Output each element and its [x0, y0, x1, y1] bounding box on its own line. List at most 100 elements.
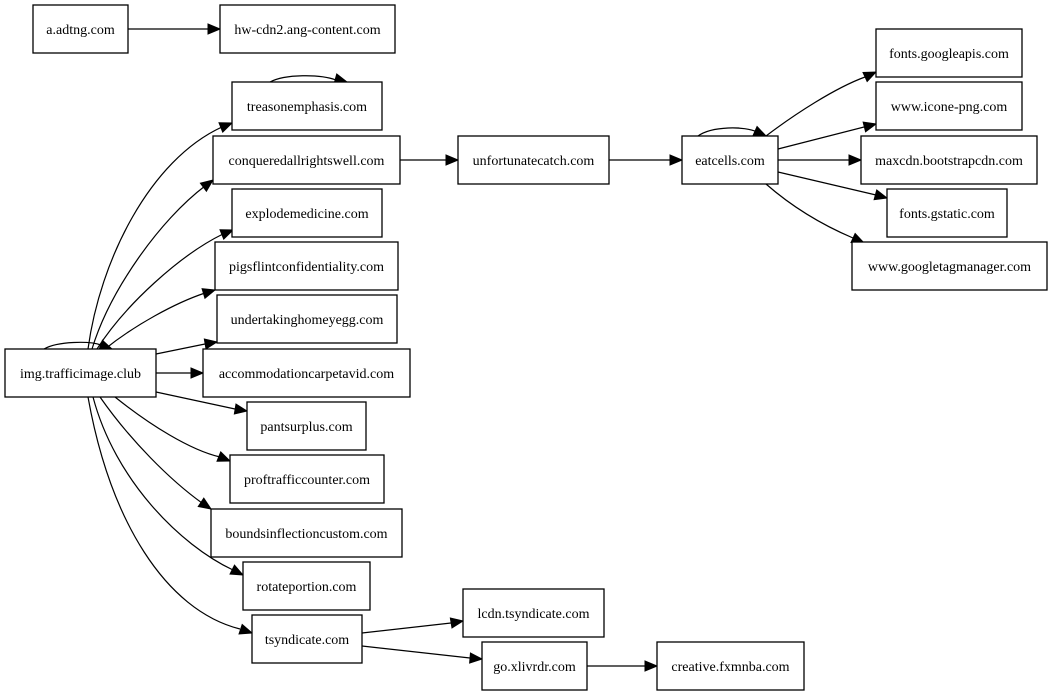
edge-img_traffic-to-rotateportion: [92, 396, 245, 576]
node-layer: a.adtng.com hw-cdn2.ang-content.com treaso…: [4, 4, 1048, 691]
node-box: [246, 401, 367, 451]
node-undertaking: undertakinghomeyegg.com: [216, 294, 398, 344]
node-label: pigsflintconfidentiality.com: [229, 260, 384, 275]
arrowhead: [203, 338, 219, 350]
arrowhead: [862, 71, 878, 83]
arrowhead: [862, 121, 878, 133]
node-box: [681, 135, 779, 185]
arrowhead: [644, 660, 659, 672]
node-label: conqueredallrightswell.com: [229, 154, 385, 169]
edge-img_traffic-to-accommodation: [156, 367, 205, 379]
node-box: [216, 294, 398, 344]
node-eatcells: eatcells.com: [681, 135, 779, 185]
edge-go_xlivrdr-to-creative_fxmnba: [587, 660, 659, 672]
node-box: [242, 561, 371, 611]
node-label: fonts.gstatic.com: [899, 207, 995, 222]
edge-img_traffic-to-boundsinflection: [99, 396, 213, 510]
node-label: a.adtng.com: [46, 23, 115, 38]
edge-img_traffic-to-undertaking: [155, 338, 219, 355]
node-pigsflint: pigsflintconfidentiality.com: [214, 241, 399, 291]
node-label: lcdn.tsyndicate.com: [478, 607, 590, 622]
node-box: [656, 641, 805, 691]
edge-line: [114, 396, 221, 458]
arrowhead: [229, 564, 245, 576]
edge-eatcells-to-fonts_googleapis: [765, 71, 878, 137]
arrowhead: [201, 288, 217, 300]
node-treasonemphasis: treasonemphasis.com: [231, 81, 383, 131]
edge-line: [99, 396, 203, 504]
node-go_xlivrdr: go.xlivrdr.com: [481, 641, 588, 691]
arrowhead: [752, 125, 768, 137]
edge-tsyndicate-to-lcdn_tsyndicate: [361, 617, 465, 634]
edge-layer: [43, 23, 889, 672]
node-proftraffic: proftrafficcounter.com: [229, 454, 385, 504]
node-label: fonts.googleapis.com: [889, 47, 1009, 62]
node-googletagmanager: www.googletagmanager.com: [851, 241, 1048, 291]
edge-line: [269, 75, 337, 83]
edge-line: [155, 343, 206, 355]
node-accommodation: accommodationcarpetavid.com: [202, 348, 411, 398]
node-explodemedicine: explodemedicine.com: [231, 188, 383, 238]
edge-line: [96, 233, 224, 350]
node-label: tsyndicate.com: [265, 633, 349, 648]
edge-line: [697, 127, 758, 137]
edge-unfortunatecatch-to-eatcells: [609, 154, 684, 166]
node-lcdn_tsyndicate: lcdn.tsyndicate.com: [462, 588, 605, 638]
arrowhead: [199, 179, 215, 193]
edge-line: [43, 341, 102, 350]
node-box: [251, 614, 363, 664]
node-fonts_googleapis: fonts.googleapis.com: [875, 28, 1023, 78]
node-box: [4, 348, 157, 398]
edge-img_traffic-to-tsyndicate: [87, 396, 254, 635]
node-label: hw-cdn2.ang-content.com: [234, 23, 380, 38]
arrowhead: [873, 189, 889, 201]
edge-line: [777, 171, 877, 196]
node-box: [875, 28, 1023, 78]
edge-line: [104, 292, 206, 350]
edge-line: [765, 76, 866, 137]
arrowhead: [238, 623, 254, 635]
edge-img_traffic-to-explodemedicine: [96, 229, 235, 350]
arrowhead: [207, 23, 222, 35]
edge-line: [92, 396, 234, 571]
node-a_adtng: a.adtng.com: [32, 4, 129, 54]
edge-img_traffic-to-treasonemphasis: [87, 122, 234, 350]
node-box: [32, 4, 129, 54]
arrowhead: [449, 617, 465, 629]
node-box: [231, 81, 383, 131]
edge-line: [155, 391, 236, 410]
edge-eatcells-to-googletagmanager: [765, 183, 866, 244]
edge-eatcells-to-fonts_gstatic: [777, 171, 889, 201]
node-box: [219, 4, 396, 54]
node-label: proftrafficcounter.com: [244, 473, 370, 488]
arrowhead: [469, 652, 484, 664]
edge-line: [361, 622, 452, 634]
edge-img_traffic-to-pantsurplus: [155, 391, 249, 415]
node-icone_png: www.icone-png.com: [875, 81, 1023, 131]
node-conqueredallrightswell: conqueredallrightswell.com: [212, 135, 401, 185]
arrowhead: [190, 367, 205, 379]
node-label: creative.fxmnba.com: [671, 660, 789, 675]
node-box: [875, 81, 1023, 131]
node-box: [210, 508, 403, 558]
node-fonts_gstatic: fonts.gstatic.com: [886, 188, 1008, 238]
node-creative_fxmnba: creative.fxmnba.com: [656, 641, 805, 691]
node-label: eatcells.com: [695, 154, 765, 169]
node-label: go.xlivrdr.com: [493, 660, 576, 675]
node-hw_cdn2: hw-cdn2.ang-content.com: [219, 4, 396, 54]
edge-line: [91, 185, 206, 350]
node-tsyndicate: tsyndicate.com: [251, 614, 363, 664]
edge-eatcells-to-maxcdn: [778, 154, 863, 166]
arrowhead: [197, 497, 213, 510]
node-box: [457, 135, 610, 185]
edge-eatcells-to-icone_png: [777, 121, 878, 150]
node-label: unfortunatecatch.com: [473, 154, 595, 169]
node-box: [212, 135, 401, 185]
node-label: maxcdn.bootstrapcdn.com: [875, 154, 1023, 169]
edge-line: [765, 183, 854, 239]
node-label: pantsurplus.com: [260, 420, 352, 435]
node-label: rotateportion.com: [257, 580, 357, 595]
node-box: [886, 188, 1008, 238]
node-label: undertakinghomeyegg.com: [231, 313, 384, 328]
